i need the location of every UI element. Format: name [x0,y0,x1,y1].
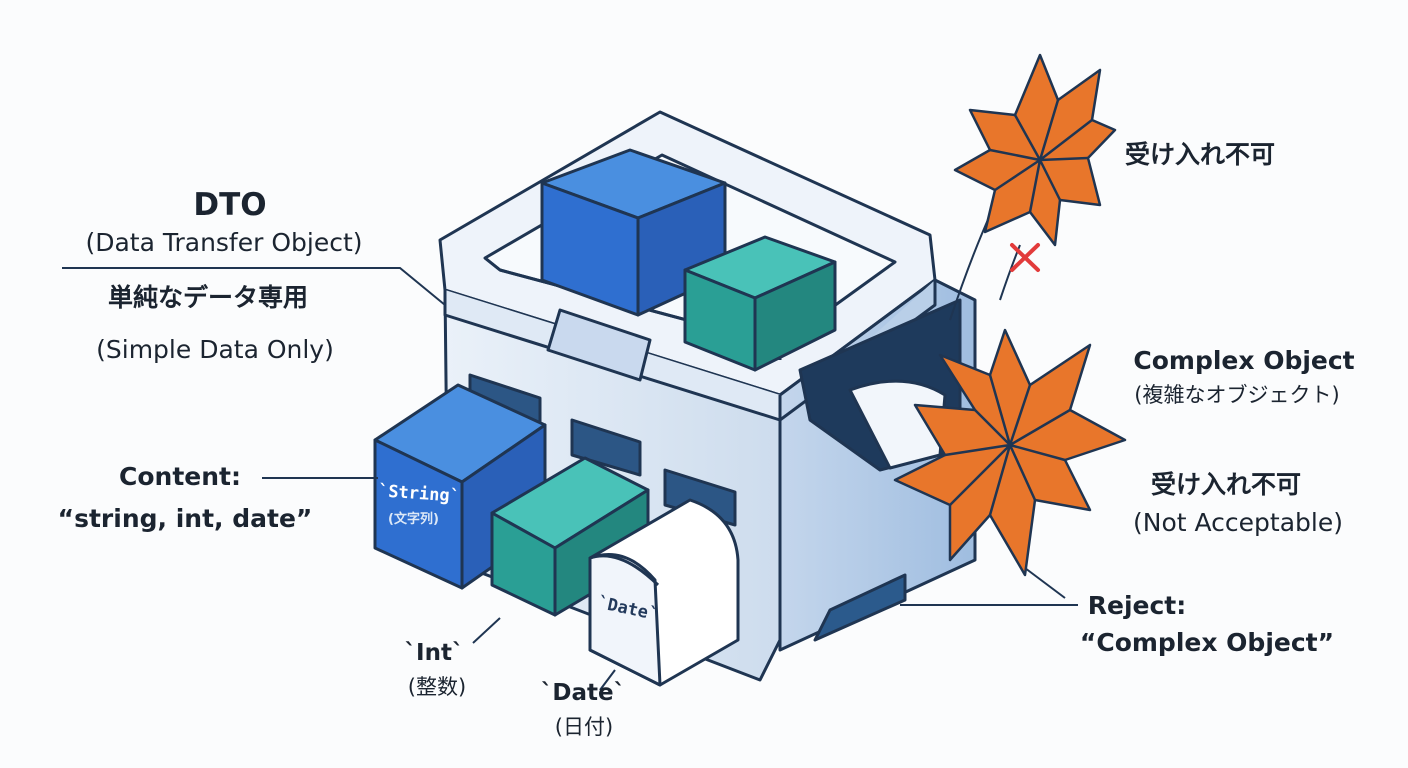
complex-object-title-jp: (複雑なオブジェクト) [1134,383,1340,407]
dto-title: DTO [193,187,267,223]
dto-leader [62,267,446,306]
dto-en-description: (Simple Data Only) [96,335,334,364]
machine-vent [813,573,907,642]
spiky-star-icon [893,328,1127,577]
int-block [490,456,650,617]
x-icon [1010,243,1040,272]
top-teal-block [683,235,837,372]
content-value: “string, int, date” [57,504,313,533]
intake-slot [546,308,652,382]
top-blue-block [540,148,727,317]
date-leader [599,669,616,691]
leader-lines [62,267,1078,691]
spiky-star-icon [953,53,1117,247]
int-callout-sublabel: (整数) [407,675,467,699]
machine-body [438,110,977,682]
reject-leader-upper [1024,567,1066,599]
int-leader [472,617,501,644]
complex-object-title: Complex Object [1133,346,1355,375]
string-block [373,383,547,590]
content-label: Content: [119,462,241,491]
date-cylinder [588,498,740,687]
reject-value: “Complex Object” [1079,628,1335,657]
string-box-sublabel: (文字列) [388,512,439,527]
reject-label: Reject: [1087,591,1187,620]
dto-subtitle: (Data Transfer Object) [85,228,363,257]
int-callout-label: `Int` [404,640,464,666]
top-reject-label: 受け入れ不可 [1125,140,1276,169]
date-callout-sublabel: (日付) [554,715,614,739]
date-callout-label: `Date` [540,680,626,706]
complex-reject-jp: 受け入れ不可 [1150,470,1302,499]
complex-reject-en: (Not Acceptable) [1133,508,1343,537]
dto-jp-description: 単純なデータ専用 [107,283,309,312]
